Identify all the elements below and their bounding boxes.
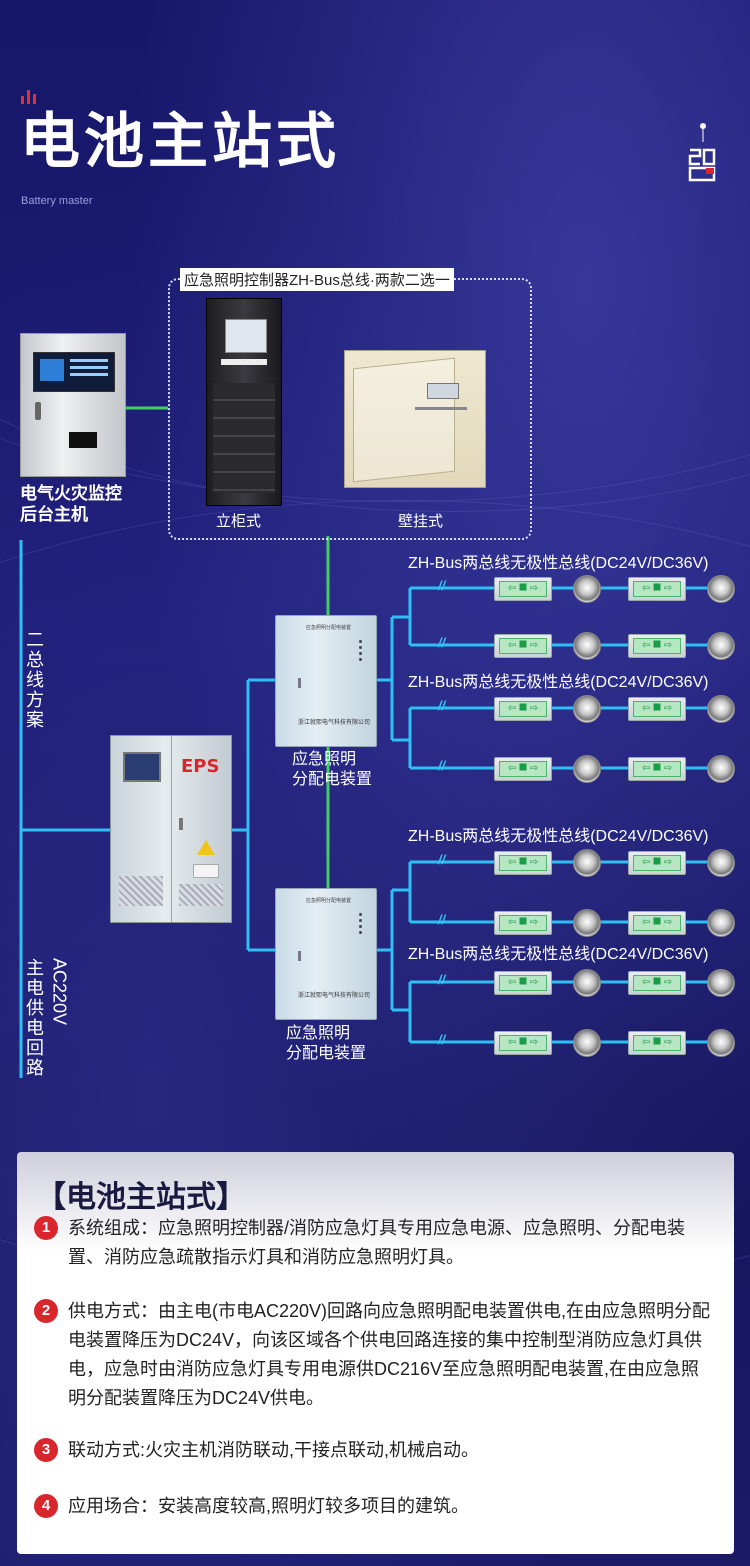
item-number-badge: 3: [34, 1438, 58, 1462]
emergency-lamp-icon: [573, 1029, 601, 1057]
exit-sign-icon: ⇦ ⯀ ⇨: [628, 911, 686, 935]
wire-break-mark: //: [438, 698, 446, 713]
item-text: 应用场合：安装高度较高,照明灯较多项目的建筑。: [68, 1496, 469, 1516]
exit-sign-icon: ⇦ ⯀ ⇨: [628, 634, 686, 658]
item-text: 系统组成：应急照明控制器/消防应急灯具专用应急电源、应急照明、分配电装置、消防应…: [68, 1218, 685, 1267]
main-power-label: 主电供电回路 AC220V: [25, 958, 71, 1078]
item-number-badge: 4: [34, 1494, 58, 1518]
distribution-device-plate: 浙江就熙电气科技有限公司: [298, 993, 371, 999]
emergency-lamp-icon: [707, 632, 735, 660]
distribution-label-line2: 分配电装置: [286, 1045, 367, 1062]
wire-break-mark: //: [438, 972, 446, 987]
wire-break-mark: //: [438, 1032, 446, 1047]
eps-cabinet-device: EPS: [110, 735, 232, 923]
emergency-lamp-icon: [707, 755, 735, 783]
main-power-label-b: 主电供电回路: [26, 958, 44, 1078]
wall-controller-device: [344, 350, 486, 488]
exit-sign-icon: ⇦ ⯀ ⇨: [494, 971, 552, 995]
wire-break-mark: //: [438, 758, 446, 773]
page-subtitle: Battery master: [21, 195, 93, 207]
controller-group-title: 应急照明控制器ZH-Bus总线·两款二选一: [180, 268, 454, 291]
exit-sign-icon: ⇦ ⯀ ⇨: [494, 911, 552, 935]
exit-sign-icon: ⇦ ⯀ ⇨: [494, 697, 552, 721]
emergency-lamp-icon: [573, 909, 601, 937]
emergency-lamp-icon: [707, 909, 735, 937]
emergency-lamp-icon: [573, 632, 601, 660]
exit-sign-icon: ⇦ ⯀ ⇨: [628, 1031, 686, 1055]
eps-label: EPS: [181, 756, 220, 777]
distribution-device-plate: 浙江就熙电气科技有限公司: [298, 720, 371, 726]
item-number-badge: 2: [34, 1299, 58, 1323]
wire-break-mark: //: [438, 852, 446, 867]
emergency-lamp-icon: [707, 849, 735, 877]
item-number-badge: 1: [34, 1216, 58, 1240]
bus-label: ZH-Bus两总线无极性总线(DC24V/DC36V): [408, 946, 709, 963]
cabinet-controller-device: [206, 298, 282, 506]
cabinet-label: 立柜式: [216, 513, 262, 530]
brand-logo-icon: [688, 123, 716, 182]
bus-scheme-label: 二总线方案: [26, 630, 44, 730]
emergency-lamp-icon: [707, 969, 735, 997]
fire-host-label-line2: 后台主机: [20, 505, 88, 524]
distribution-label-line1: 应急照明: [292, 751, 357, 768]
distribution-label-line1: 应急照明: [286, 1025, 351, 1042]
item-text: 联动方式:火灾主机消防联动,干接点联动,机械启动。: [68, 1440, 480, 1460]
emergency-lamp-icon: [573, 695, 601, 723]
fire-monitor-host-device: [20, 333, 126, 477]
wire-break-mark: //: [438, 912, 446, 927]
wall-label: 壁挂式: [398, 513, 444, 530]
distribution-device: 应急照明分配电装置 浙江就熙电气科技有限公司: [275, 615, 377, 747]
exit-sign-icon: ⇦ ⯀ ⇨: [628, 577, 686, 601]
emergency-lamp-icon: [573, 755, 601, 783]
info-card: [17, 1152, 734, 1554]
main-power-label-a: AC220V: [49, 958, 70, 1026]
fire-host-label-line1: 电气火灾监控: [20, 484, 122, 503]
bus-label: ZH-Bus两总线无极性总线(DC24V/DC36V): [408, 555, 709, 572]
distribution-label-line2: 分配电装置: [292, 771, 373, 788]
exit-sign-icon: ⇦ ⯀ ⇨: [628, 757, 686, 781]
emergency-lamp-icon: [707, 1029, 735, 1057]
distribution-device: 应急照明分配电装置 浙江就熙电气科技有限公司: [275, 888, 377, 1020]
card-title: 【电池主站式】: [36, 1180, 246, 1215]
exit-sign-icon: ⇦ ⯀ ⇨: [494, 851, 552, 875]
exit-sign-icon: ⇦ ⯀ ⇨: [628, 971, 686, 995]
emergency-lamp-icon: [707, 695, 735, 723]
exit-sign-icon: ⇦ ⯀ ⇨: [494, 577, 552, 601]
logo-bars-icon: [21, 90, 39, 104]
emergency-lamp-icon: [573, 849, 601, 877]
exit-sign-icon: ⇦ ⯀ ⇨: [628, 697, 686, 721]
page-title: 电池主站式: [20, 107, 340, 177]
exit-sign-icon: ⇦ ⯀ ⇨: [494, 634, 552, 658]
bus-label: ZH-Bus两总线无极性总线(DC24V/DC36V): [408, 674, 709, 691]
emergency-lamp-icon: [573, 969, 601, 997]
emergency-lamp-icon: [573, 575, 601, 603]
exit-sign-icon: ⇦ ⯀ ⇨: [628, 851, 686, 875]
exit-sign-icon: ⇦ ⯀ ⇨: [494, 757, 552, 781]
bus-label: ZH-Bus两总线无极性总线(DC24V/DC36V): [408, 828, 709, 845]
host-screen: [33, 352, 115, 392]
exit-sign-icon: ⇦ ⯀ ⇨: [494, 1031, 552, 1055]
item-text: 供电方式：由主电(市电AC220V)回路向应急照明配电装置供电,在由应急照明分配…: [68, 1301, 711, 1408]
emergency-lamp-icon: [707, 575, 735, 603]
wire-break-mark: //: [438, 578, 446, 593]
wire-break-mark: //: [438, 635, 446, 650]
